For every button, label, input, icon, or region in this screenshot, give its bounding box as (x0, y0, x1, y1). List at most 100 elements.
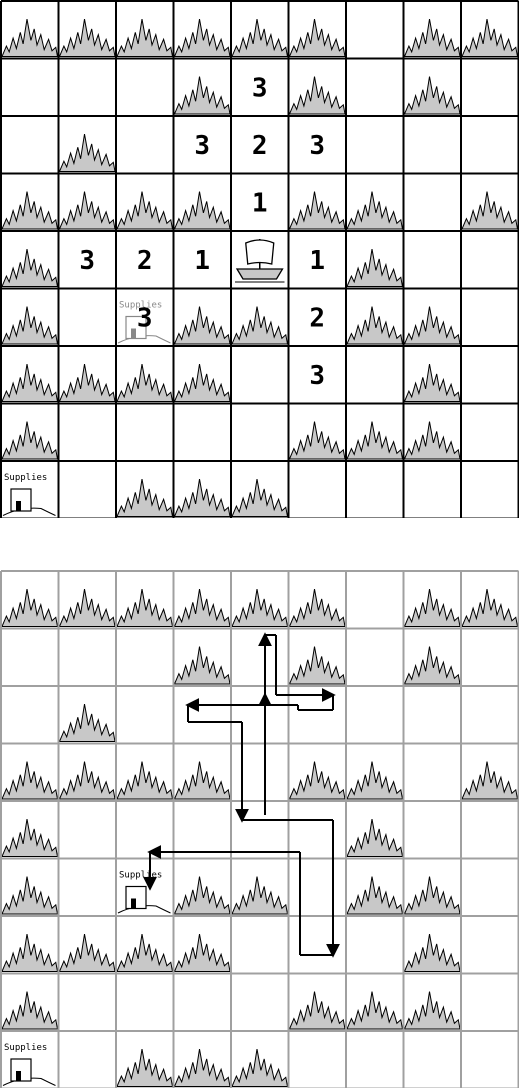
grid-cell[interactable] (58, 288, 117, 347)
grid-cell[interactable] (461, 686, 519, 744)
grid-cell[interactable] (58, 858, 117, 917)
mountain-icon (173, 76, 231, 115)
mountain-icon (403, 76, 461, 115)
grid-cell[interactable] (461, 628, 519, 687)
hint-number: 2 (309, 303, 325, 333)
mountain-icon (173, 589, 231, 627)
grid-cell[interactable] (461, 973, 519, 1032)
grid-cell[interactable] (461, 58, 519, 117)
grid-cell[interactable] (288, 916, 347, 974)
grid-cell[interactable] (288, 858, 347, 917)
grid-cell[interactable] (116, 973, 174, 1032)
mountain-icon (231, 19, 289, 57)
mountain-icon (346, 876, 404, 915)
grid-cell[interactable] (231, 173, 289, 232)
hint-number: 1 (309, 246, 325, 276)
grid-cell[interactable] (461, 1031, 519, 1088)
grid-cell[interactable] (288, 346, 347, 404)
grid-cell[interactable] (461, 916, 519, 974)
mountain-icon (231, 1049, 289, 1087)
grid-cell[interactable] (58, 461, 117, 518)
grid-cell[interactable] (461, 403, 519, 462)
grid-cell[interactable] (403, 116, 462, 174)
grid-cell[interactable] (403, 1031, 462, 1088)
grid-cell[interactable] (231, 346, 289, 404)
grid-cell[interactable] (461, 116, 519, 174)
grid-cell[interactable] (173, 801, 232, 859)
mountain-icon (1, 306, 59, 345)
grid-cell[interactable] (346, 461, 404, 518)
grid-cell[interactable] (116, 116, 174, 174)
grid-cell[interactable] (231, 743, 289, 802)
mountain-icon (58, 191, 116, 230)
grid-cell[interactable] (346, 116, 404, 174)
grid-cell[interactable] (58, 58, 117, 117)
mountain-icon (231, 876, 289, 915)
mountain-icon (288, 191, 346, 230)
hint-number: 2 (252, 131, 268, 161)
grid-cell[interactable] (116, 231, 174, 289)
grid-cell[interactable] (231, 973, 289, 1032)
grid-cell[interactable] (403, 231, 462, 289)
grid-cell[interactable] (173, 116, 232, 174)
grid-cell[interactable] (288, 1031, 347, 1088)
grid-cell[interactable] (116, 628, 174, 687)
grid-cell[interactable] (461, 346, 519, 404)
grid-cell[interactable] (346, 916, 404, 974)
grid-cell[interactable] (58, 628, 117, 687)
grid-cell[interactable] (346, 1031, 404, 1088)
grid-cell[interactable] (231, 628, 289, 687)
grid-cell[interactable] (116, 801, 174, 859)
grid-cell[interactable] (403, 173, 462, 232)
mountain-icon (403, 991, 461, 1030)
grid-cell[interactable] (461, 801, 519, 859)
grid-cell[interactable] (1, 686, 59, 744)
mountain-icon (58, 704, 116, 742)
grid-cell[interactable] (346, 571, 404, 629)
grid-cell[interactable] (403, 686, 462, 744)
grid-cell[interactable] (346, 1, 404, 59)
grid-cell[interactable] (58, 801, 117, 859)
mountain-icon (173, 191, 231, 230)
grid-cell[interactable] (461, 858, 519, 917)
grid-cell[interactable] (288, 288, 347, 347)
grid-cell[interactable] (173, 686, 232, 744)
grid-cell[interactable] (288, 801, 347, 859)
grid-cell[interactable] (403, 743, 462, 802)
grid-cell[interactable] (346, 686, 404, 744)
grid-cell[interactable] (461, 231, 519, 289)
grid-cell[interactable] (231, 116, 289, 174)
grid-cell[interactable] (58, 403, 117, 462)
grid-cell[interactable] (231, 801, 289, 859)
grid-cell[interactable] (116, 403, 174, 462)
grid-cell[interactable] (231, 58, 289, 117)
grid-cell[interactable] (1, 58, 59, 117)
grid-cell[interactable] (58, 231, 117, 289)
grid-cell[interactable] (231, 916, 289, 974)
grid-cell[interactable] (403, 461, 462, 518)
grid-cell[interactable] (288, 461, 347, 518)
hint-number: 3 (194, 131, 210, 161)
grid-cell[interactable] (1, 116, 59, 174)
grid-cell[interactable] (461, 288, 519, 347)
grid-cell[interactable] (461, 461, 519, 518)
grid-cell[interactable] (173, 231, 232, 289)
grid-cell[interactable] (346, 628, 404, 687)
grid-cell[interactable] (1, 628, 59, 687)
grid-cell[interactable] (58, 1031, 117, 1088)
mountain-icon (58, 761, 116, 800)
grid-cell[interactable] (173, 403, 232, 462)
grid-cell[interactable] (231, 403, 289, 462)
grid-cell[interactable] (116, 686, 174, 744)
grid-cell[interactable] (288, 231, 347, 289)
mountain-icon (116, 1049, 174, 1087)
grid-cell[interactable] (58, 973, 117, 1032)
grid-cell[interactable] (116, 58, 174, 117)
grid-cell[interactable] (346, 58, 404, 117)
grid-cell[interactable] (346, 346, 404, 404)
grid-cell[interactable] (403, 801, 462, 859)
supplies-label: Supplies (4, 473, 47, 483)
grid-cell[interactable] (288, 116, 347, 174)
mountain-icon (116, 364, 174, 402)
grid-cell[interactable] (173, 973, 232, 1032)
